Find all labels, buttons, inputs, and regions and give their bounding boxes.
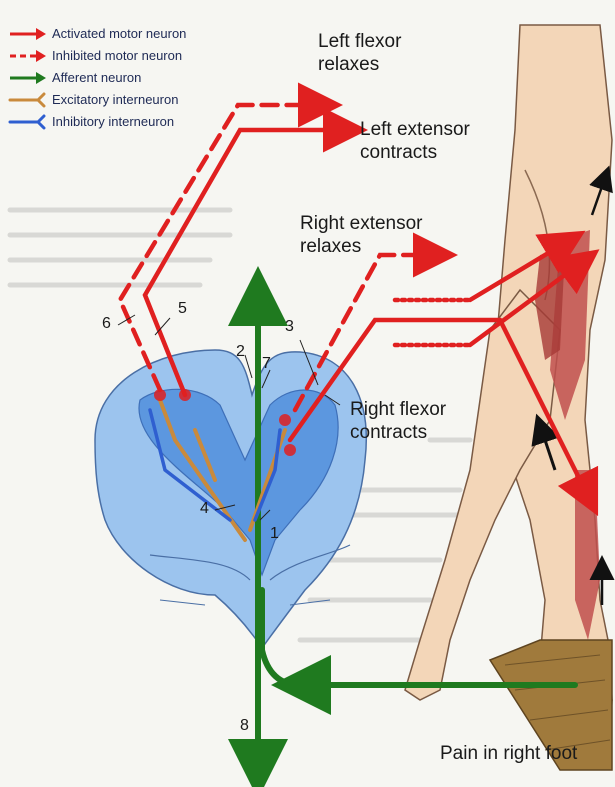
legend-item: Inhibited motor neuron [8,46,238,68]
number-7: 7 [262,355,271,373]
label-pain-text: Pain in right foot [440,742,577,765]
spinal-cord [95,350,366,648]
legend-swatch [8,26,48,42]
legend-item: Excitatory interneuron [8,90,238,112]
number-2: 2 [236,343,245,361]
legend-item: Activated motor neuron [8,24,238,46]
legend-swatch [8,48,48,64]
legend-label: Inhibitory interneuron [52,114,174,129]
label-left-flexor: Left flexor relaxes [318,30,401,76]
number-3: 3 [285,318,294,336]
legend-label: Inhibited motor neuron [52,48,182,63]
legend-label: Excitatory interneuron [52,92,178,107]
label-left-extensor-line1: Left extensor [360,118,470,141]
label-pain: Pain in right foot [440,742,577,765]
legend-swatch [8,114,48,130]
legend-label: Activated motor neuron [52,26,186,41]
legend-swatch [8,92,48,108]
label-left-extensor: Left extensor contracts [360,118,470,164]
legend-swatch [8,70,48,86]
label-left-flexor-line1: Left flexor [318,30,401,53]
label-left-extensor-line2: contracts [360,141,470,164]
label-right-extensor: Right extensor relaxes [300,212,423,258]
legend-item: Inhibitory interneuron [8,112,238,134]
label-right-flexor-line2: contracts [350,421,446,444]
label-right-flexor: Right flexor contracts [350,398,446,444]
legend-item: Afferent neuron [8,68,238,90]
number-4: 4 [200,500,209,518]
number-1: 1 [270,525,279,543]
number-8: 8 [240,717,249,735]
label-right-extensor-line2: relaxes [300,235,423,258]
legend-label: Afferent neuron [52,70,141,85]
label-right-extensor-line1: Right extensor [300,212,423,235]
label-right-flexor-line1: Right flexor [350,398,446,421]
number-5: 5 [178,300,187,318]
number-6: 6 [102,315,111,333]
label-left-flexor-line2: relaxes [318,53,401,76]
